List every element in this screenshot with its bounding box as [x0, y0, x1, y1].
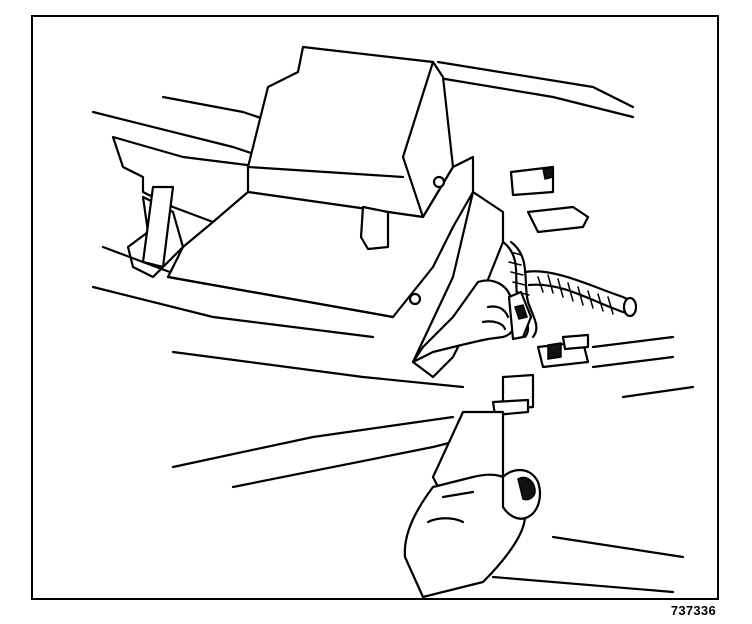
connectors — [491, 165, 590, 417]
dashboard-panel-lines — [91, 60, 695, 594]
line-art-illustration — [91, 45, 695, 598]
upper-hand — [411, 279, 533, 364]
lower-hand — [403, 410, 542, 598]
figure-number: 737336 — [670, 603, 716, 618]
control-module — [166, 45, 505, 379]
illustration-frame — [31, 15, 719, 600]
left-mounting-bracket — [91, 135, 375, 339]
